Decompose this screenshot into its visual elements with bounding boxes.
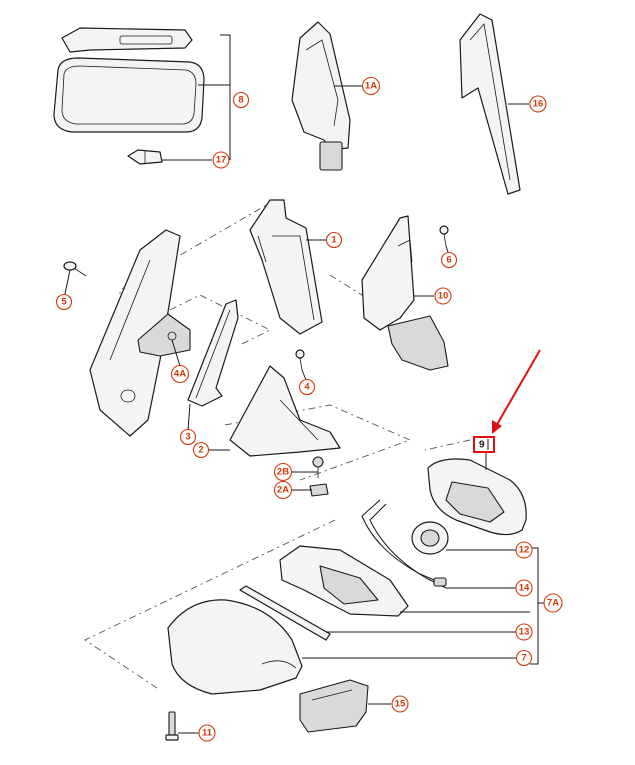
svg-text:12: 12 xyxy=(519,545,530,556)
callout-1: 1 xyxy=(325,231,343,249)
inner-bracket-1-part xyxy=(249,199,323,335)
svg-text:4A: 4A xyxy=(174,369,186,380)
callout-4: 4 xyxy=(298,378,316,396)
triangle-cover-10-part xyxy=(361,215,449,371)
svg-text:1: 1 xyxy=(331,235,337,246)
trim-strip-16-part xyxy=(459,13,521,195)
callout-11: 11 xyxy=(198,724,216,742)
svg-text:9: 9 xyxy=(479,440,485,451)
svg-text:6: 6 xyxy=(446,255,451,266)
turn-signal-15-part xyxy=(299,679,369,733)
svg-text:14: 14 xyxy=(519,583,530,594)
svg-text:2A: 2A xyxy=(277,485,289,496)
svg-text:2B: 2B xyxy=(277,467,289,478)
screw-11-part xyxy=(165,711,179,741)
svg-text:16: 16 xyxy=(533,99,544,110)
svg-text:13: 13 xyxy=(519,627,530,638)
highlight-box-9: 9 xyxy=(473,436,495,453)
svg-text:7A: 7A xyxy=(547,598,559,609)
leader-lines xyxy=(64,34,544,734)
mirror-cover-7-part xyxy=(167,599,303,695)
screw-5-part xyxy=(63,261,87,277)
callout-12: 12 xyxy=(515,541,533,559)
screw-6-part xyxy=(439,225,449,247)
callout-2b: 2B xyxy=(273,462,293,482)
callout-16: 16 xyxy=(529,95,547,113)
callout-6: 6 xyxy=(440,251,458,269)
svg-text:8: 8 xyxy=(238,95,243,106)
callout-8: 8 xyxy=(232,91,250,109)
callout-7: 7 xyxy=(515,649,533,667)
mirror-glass-9-part xyxy=(427,458,527,536)
callout-17: 17 xyxy=(212,151,230,169)
callout-1a: 1A xyxy=(361,76,381,96)
callout-7a: 7A xyxy=(543,593,563,613)
callout-14: 14 xyxy=(515,579,533,597)
callout-2: 2 xyxy=(192,441,210,459)
screw-2b-part xyxy=(312,456,324,478)
screw-4-part xyxy=(295,349,305,371)
callout-3: 3 xyxy=(179,428,197,446)
svg-text:4: 4 xyxy=(304,382,310,393)
bracket-1a-part xyxy=(291,21,351,171)
cable-14-part xyxy=(361,499,447,589)
nut-2a-part xyxy=(309,483,329,497)
red-arrow xyxy=(492,349,541,434)
gasket-2-part xyxy=(229,365,341,457)
svg-text:7: 7 xyxy=(521,653,526,664)
callout-5: 5 xyxy=(55,293,73,311)
l-bracket-3-part xyxy=(187,299,239,407)
svg-text:17: 17 xyxy=(216,155,227,166)
svg-text:5: 5 xyxy=(61,297,67,308)
svg-text:2: 2 xyxy=(198,445,203,456)
callout-10: 10 xyxy=(434,287,452,305)
svg-text:1A: 1A xyxy=(365,81,377,92)
callout-13: 13 xyxy=(515,623,533,641)
housing-frame-7a-part xyxy=(279,545,409,617)
mirror-glass-part xyxy=(53,27,205,133)
svg-text:10: 10 xyxy=(438,291,449,302)
callout-2a: 2A xyxy=(273,480,293,500)
callout-4a: 4A xyxy=(170,364,190,384)
callout-15: 15 xyxy=(391,695,409,713)
bulb-part xyxy=(127,149,163,165)
motor-12-part xyxy=(411,521,449,555)
svg-text:15: 15 xyxy=(395,699,406,710)
svg-text:3: 3 xyxy=(185,432,190,443)
svg-text:11: 11 xyxy=(202,728,213,739)
seal-strip-13-part xyxy=(239,585,331,641)
